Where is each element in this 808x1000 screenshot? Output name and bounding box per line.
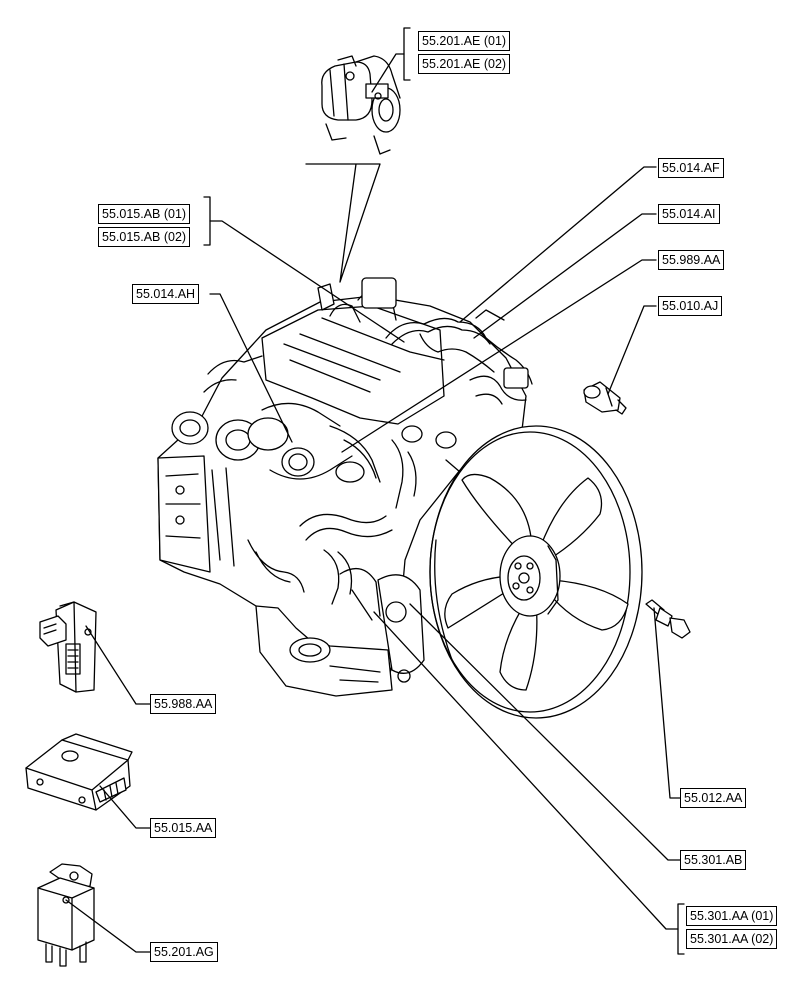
pressure-switch-icon[interactable] <box>583 381 627 415</box>
temperature-sensor-icon[interactable] <box>645 599 691 639</box>
glow-plug-relay-icon[interactable] <box>37 863 95 967</box>
callout-55-015-ab-01[interactable]: 55.015.AB (01) <box>98 204 191 224</box>
callout-55-012-aa[interactable]: 55.012.AA <box>680 788 747 808</box>
callout-55-015-aa[interactable]: 55.015.AA <box>150 818 217 838</box>
callout-55-301-ab[interactable]: 55.301.AB <box>680 850 747 870</box>
relay-module-icon[interactable] <box>39 601 97 693</box>
callout-55-988-aa[interactable]: 55.988.AA <box>150 694 217 714</box>
engine-assembly-icon[interactable] <box>157 277 533 697</box>
callout-55-201-ae-01[interactable]: 55.201.AE (01) <box>418 31 511 51</box>
callout-55-301-aa-02[interactable]: 55.301.AA (02) <box>686 929 778 949</box>
control-unit-icon[interactable] <box>25 733 133 811</box>
callout-55-989-aa[interactable]: 55.989.AA <box>658 250 725 270</box>
callout-55-010-aj[interactable]: 55.010.AJ <box>658 296 723 316</box>
callout-55-015-ab-02[interactable]: 55.015.AB (02) <box>98 227 191 247</box>
callout-55-201-ag[interactable]: 55.201.AG <box>150 942 218 962</box>
callout-55-014-ah[interactable]: 55.014.AH <box>132 284 200 304</box>
callout-55-301-aa-01[interactable]: 55.301.AA (01) <box>686 906 778 926</box>
starter-motor-icon[interactable] <box>321 55 401 155</box>
callout-55-201-ae-02[interactable]: 55.201.AE (02) <box>418 54 511 74</box>
cooling-fan-icon[interactable] <box>429 425 643 719</box>
callout-55-014-ai[interactable]: 55.014.AI <box>658 204 720 224</box>
callout-55-014-af[interactable]: 55.014.AF <box>658 158 724 178</box>
